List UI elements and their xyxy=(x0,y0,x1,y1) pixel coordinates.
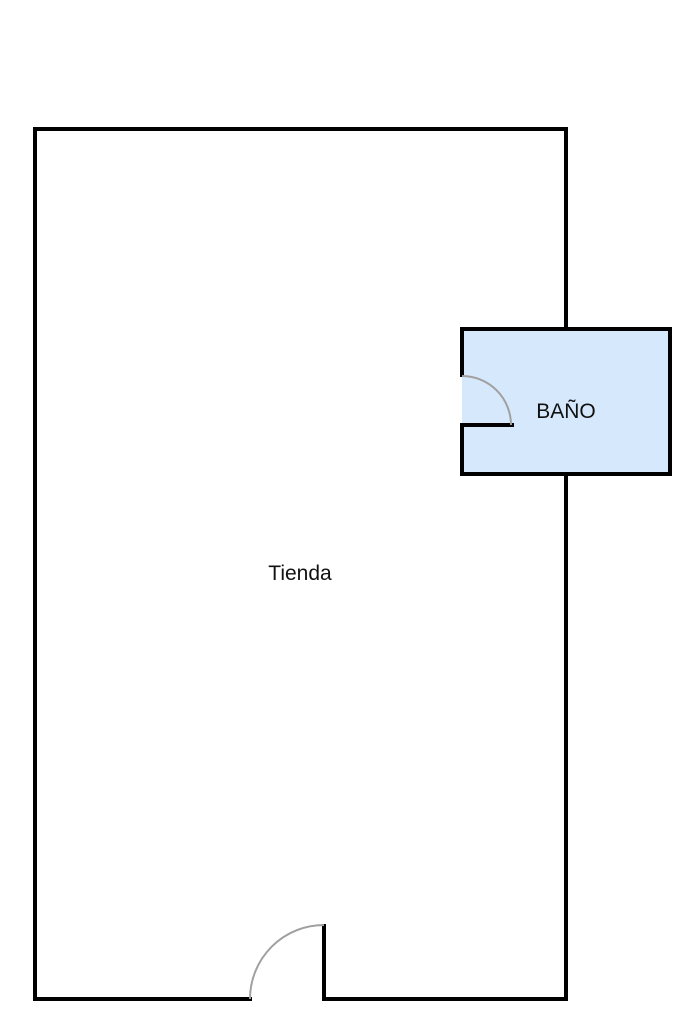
bathroom-door-arc xyxy=(461,375,512,426)
store-label: Tienda xyxy=(268,562,332,585)
store-entrance-door-arc xyxy=(249,924,325,1000)
bathroom-walls xyxy=(460,327,672,476)
store-walls xyxy=(33,127,568,1001)
bathroom-label: BAÑO xyxy=(536,399,596,423)
bathroom-room xyxy=(462,329,670,474)
